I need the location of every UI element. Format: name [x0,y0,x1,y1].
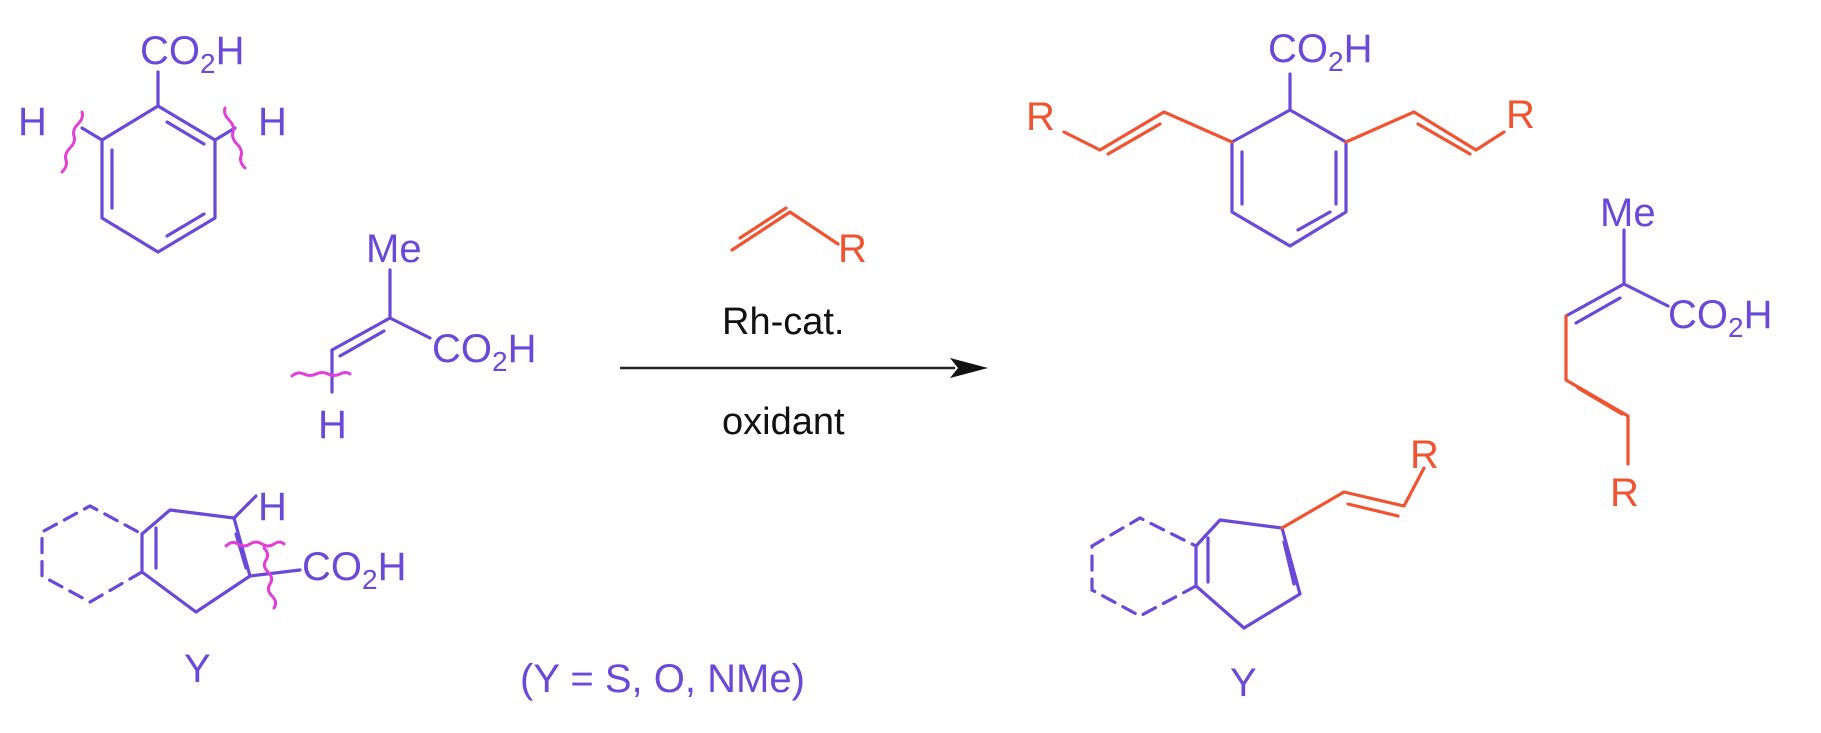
alkene-bond [330,316,392,352]
r-label-right: R [1506,93,1535,137]
methyl-label: Me [366,227,422,271]
r-label: R [1410,433,1439,477]
r-label: R [1610,471,1639,515]
carboxyl-label: CO2H [1268,27,1372,77]
methyl-label: Me [1600,191,1656,235]
h-label: H [258,485,287,529]
five-membered-ring [140,508,252,614]
h-label-right: H [258,100,287,144]
acid-label: CO2H [302,545,406,595]
hetero-atom-label: Y [184,647,211,691]
alkenyl-double-bond [1576,386,1624,416]
alkene-bond [1564,282,1626,318]
alkenyl-double-bond [1346,502,1400,518]
left-alkenyl-chain [1062,110,1234,152]
acid-bond [388,316,432,340]
alkene-reagent-bonds [730,210,840,252]
five-membered-ring [1194,518,1302,630]
ring-double-bond [234,532,248,570]
benzene-ring [100,104,217,254]
left-alkenyl-double-bond [1106,122,1162,156]
alkenyl-chain [1280,466,1426,530]
alkenyl-heteroarene-product: Y R [1090,433,1439,705]
alkenyl-chain [1564,314,1630,466]
catalyst-label: Rh-cat. [722,301,844,343]
alkene-reagent-double-bond [738,206,788,240]
r-label-left: R [1026,95,1055,139]
ring-double-bond [1282,540,1296,586]
c-h-bond [80,126,104,142]
cleavage-mark [290,371,352,378]
acid-bond [248,568,302,578]
methacrylic-acid-reactant: Me CO2H H [290,227,536,447]
h-label: H [318,403,347,447]
cleavage-mark-top [224,540,286,548]
ring-double-bond [165,212,206,238]
reaction-conditions: R Rh-cat. oxidant [620,206,988,443]
dialkenyl-benzoic-acid-product: CO2H R R [1026,27,1535,248]
hetero-atom-note: (Y = S, O, NMe) [520,657,805,701]
fused-ring-dashed [1090,516,1198,618]
acid-label: CO2H [432,327,536,377]
benzene-ring [1230,108,1348,248]
ring-double-bond [165,120,206,146]
alkene-r-label: R [838,227,867,271]
ring-double-bond [1296,210,1332,232]
c-h-bond [232,494,258,520]
cleavage-mark-left [60,110,84,174]
dienoic-acid-product: Me CO2H R [1564,191,1772,515]
cleavage-mark-right [223,106,247,170]
carboxyl-label: CO2H [140,29,244,79]
arrow-head [950,358,988,378]
cleavage-mark-bottom [262,546,278,610]
fused-ring-dashed [40,504,144,604]
acid-bond [1622,282,1670,308]
alkene-double-bond [338,329,386,358]
right-alkenyl-chain [1344,110,1506,152]
h-label-left: H [18,100,47,144]
right-alkenyl-double-bond [1416,122,1472,156]
acid-label: CO2H [1668,293,1772,343]
benzoic-acid-reactant: CO2H H H [18,29,287,254]
oxidant-label: oxidant [722,401,845,443]
heteroaryl-acid-reactant: Y H CO2H (Y = S, O, NMe) [40,485,805,701]
hetero-atom-label: Y [1230,661,1257,705]
alkene-double-bond [1574,296,1622,325]
c-h-bond [213,126,237,142]
